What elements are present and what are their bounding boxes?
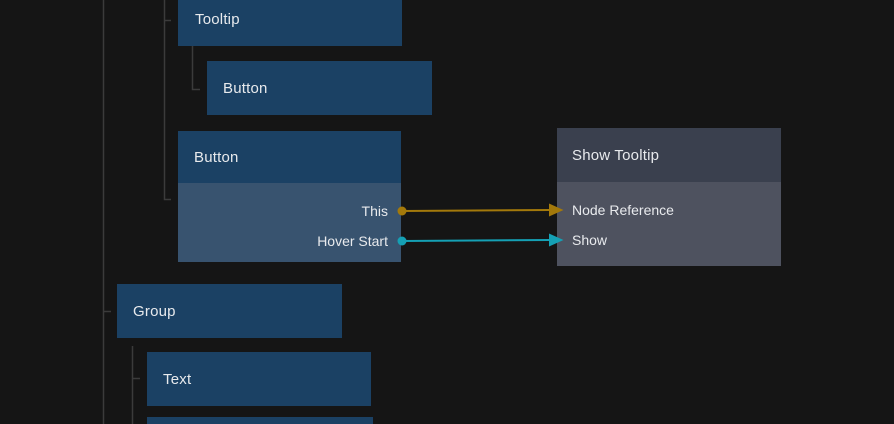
tree-item-label: Button xyxy=(223,79,268,97)
action-node-show-tooltip[interactable]: Show Tooltip Node Reference Show xyxy=(557,128,781,266)
button-node-title: Button xyxy=(194,148,239,166)
port-dot-hover-start[interactable] xyxy=(397,236,407,246)
tree-item-group[interactable]: Group xyxy=(117,284,342,338)
tree-line-upper-children xyxy=(163,0,171,201)
input-port-show[interactable]: Show xyxy=(572,232,608,248)
action-node-inputs: Node Reference Show xyxy=(557,182,781,266)
wire-reference-arrowhead xyxy=(549,203,564,217)
tree-line-tooltip-children xyxy=(191,45,200,91)
action-node-title: Show Tooltip xyxy=(572,146,660,164)
tree-item-text[interactable]: Text xyxy=(147,352,371,406)
tree-item-partial[interactable] xyxy=(147,417,373,424)
wire-event-line[interactable] xyxy=(401,239,551,242)
wire-this-to-node-reference[interactable] xyxy=(397,203,564,217)
output-port-this[interactable]: This xyxy=(361,203,388,219)
input-port-node-reference[interactable]: Node Reference xyxy=(572,202,674,218)
wire-hover-start-to-show[interactable] xyxy=(397,233,564,247)
wire-event-arrowhead xyxy=(549,233,564,247)
output-port-hover-start[interactable]: Hover Start xyxy=(317,233,388,249)
tree-item-button-expanded[interactable]: Button This Hover Start xyxy=(178,131,401,262)
tree-item-label: Tooltip xyxy=(195,10,240,28)
tree-item-label: Group xyxy=(133,302,176,320)
tree-item-tooltip[interactable]: Tooltip xyxy=(178,0,402,46)
wire-reference-line[interactable] xyxy=(401,209,551,212)
tree-item-button-child[interactable]: Button xyxy=(207,61,432,115)
button-node-outputs: This Hover Start xyxy=(178,183,401,262)
button-node-header[interactable]: Button xyxy=(178,131,401,183)
port-dot-this[interactable] xyxy=(397,206,407,216)
tree-item-label: Text xyxy=(163,370,192,388)
action-node-header[interactable]: Show Tooltip xyxy=(557,128,781,182)
